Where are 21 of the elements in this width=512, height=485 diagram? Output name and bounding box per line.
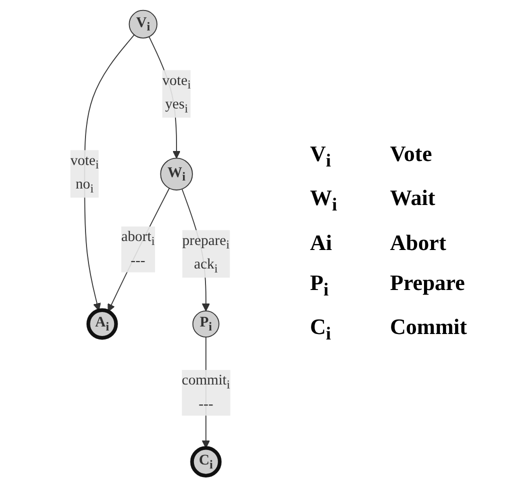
edge-label: commit$_{i}$ --- xyxy=(182,372,230,412)
state-name: Wait xyxy=(390,185,436,212)
edge-label: abort$_{i}$ --- xyxy=(121,228,155,268)
node-circle: A$_{i}$ xyxy=(86,308,118,340)
state-symbol: Ai xyxy=(310,230,333,256)
state-name: Vote xyxy=(390,140,433,168)
state-symbol: P$_{i}$ xyxy=(310,270,330,300)
state-symbol: C$_{i}$ xyxy=(310,314,332,344)
state-name: Abort xyxy=(390,230,448,256)
state-name: Prepare xyxy=(390,270,466,297)
node-circle: W$_{i}$ xyxy=(160,157,193,190)
node-circle: C$_{i}$ xyxy=(190,446,222,477)
node-circle: P$_{i}$ xyxy=(192,310,220,337)
arrow xyxy=(108,187,170,312)
edge-label: vote$_{i}$ no$_{i}$ xyxy=(70,152,99,195)
edge-label: prepare$_{i}$ ack$_{i}$ xyxy=(182,232,230,275)
state-name: Commit xyxy=(390,314,468,341)
state-symbol: W$_{i}$ xyxy=(310,185,338,216)
edge-label: vote$_{i}$ yes$_{i}$ xyxy=(162,72,191,115)
node-circle: V$_{i}$ xyxy=(128,9,158,38)
state-symbol: V$_{i}$ xyxy=(310,140,332,172)
